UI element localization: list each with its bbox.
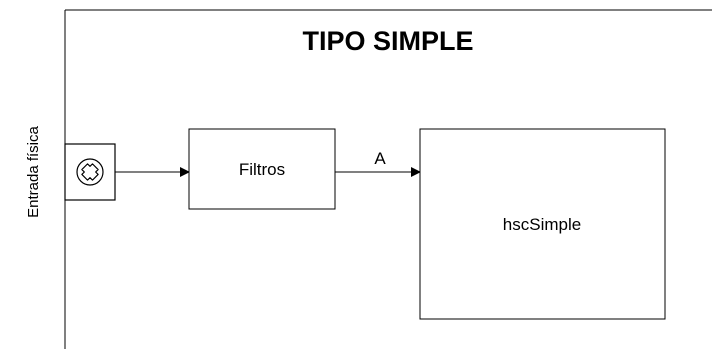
sensor-icon [64,143,116,201]
diagram-title: TIPO SIMPLE [302,26,473,56]
filter-block [188,128,336,210]
filter-block-label: Filtros [239,160,285,179]
signal-label: A [374,149,386,168]
output-block [419,128,666,320]
output-block-label: hscSimple [503,215,581,234]
input-label: Entrada física [25,125,42,217]
